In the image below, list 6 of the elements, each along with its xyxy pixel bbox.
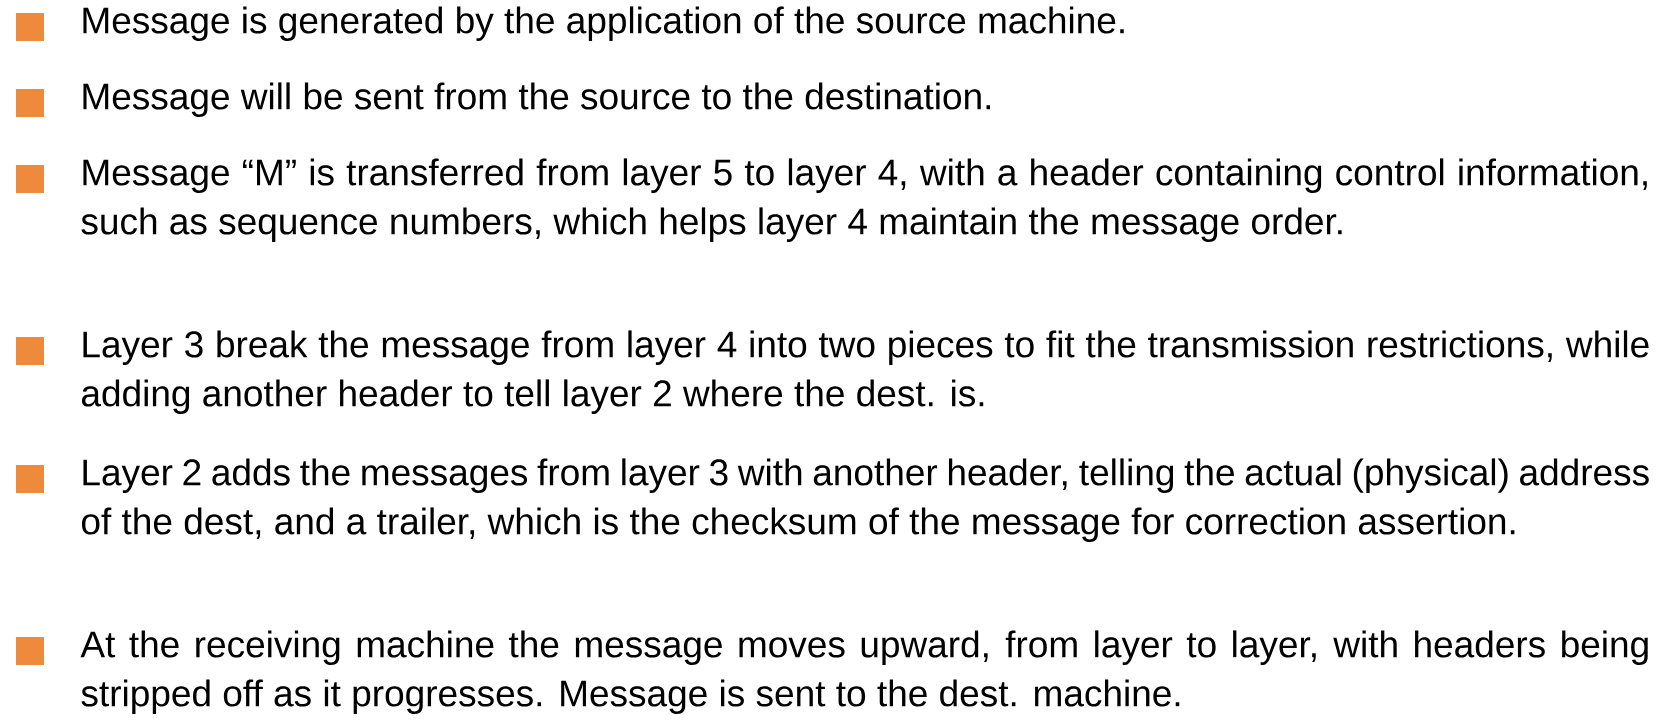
bullet-text: Message is generated by the application of the source machine. <box>83 6 1124 41</box>
bullet-text: Message “M” is transferred from layer 5 to layer 4, with a header containing control information, such as sequence numbers, which helps layer 4 maintain the message order. <box>81 158 1647 242</box>
bullet-text: Layer 2 adds the messages from layer 3 with another header, telling the actual (physical) address of the dest, and a trailer, which is the checksum of the message for correction assertion. <box>82 458 1649 542</box>
bullet-text: Message will be sent from the source to the destination. <box>83 82 991 117</box>
bullet-text: At the receiving machine the message moves upward, from layer to layer, with headers being stripped off as it progresses. Message is sent to the dest. machine. <box>80 630 1648 714</box>
bullet-text: Layer 3 break the message from layer 4 into two pieces to fit the transmission restrictions, while adding another header to tell layer 2 where the dest. is. <box>82 330 1649 414</box>
